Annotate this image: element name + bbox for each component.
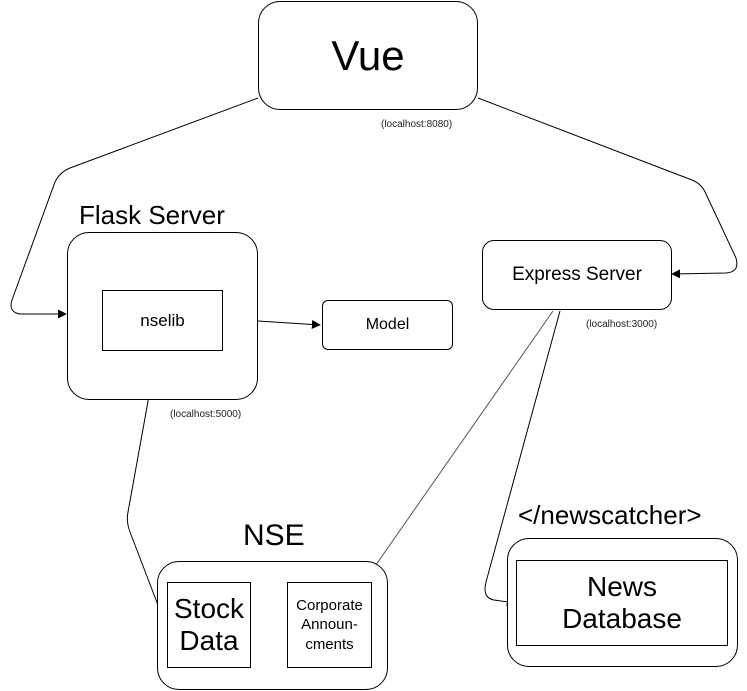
- news-database-label: News Database: [562, 570, 682, 634]
- vue-port-label: (localhost:8080): [381, 119, 453, 130]
- corporate-announcements-label: Corporate Announ- cments: [296, 596, 363, 653]
- vue-label: Vue: [331, 31, 405, 79]
- flask-server-node: [67, 232, 258, 400]
- nselib-node: nselib: [102, 290, 223, 351]
- express-server-port-label: (localhost:3000): [586, 319, 658, 330]
- model-label: Model: [365, 316, 410, 333]
- edge-nselib-to-model: [257, 319, 321, 329]
- nse-title: NSE: [243, 519, 305, 552]
- flask-server-title: Flask Server: [79, 200, 225, 230]
- flask-server-port-label: (localhost:5000): [170, 409, 242, 420]
- newscatcher-title: </newscatcher>: [518, 500, 702, 530]
- nselib-label: nselib: [140, 310, 185, 330]
- stock-data-label: Stock Data: [173, 592, 245, 656]
- news-database-node: News Database: [516, 560, 728, 646]
- express-server-label: Express Server: [512, 264, 642, 285]
- express-server-node: Express Server: [482, 240, 672, 310]
- stock-data-node: Stock Data: [167, 582, 251, 668]
- model-node: Model: [322, 300, 453, 350]
- vue-node: Vue: [258, 1, 478, 110]
- corporate-announcements-node: Corporate Announ- cments: [287, 582, 372, 668]
